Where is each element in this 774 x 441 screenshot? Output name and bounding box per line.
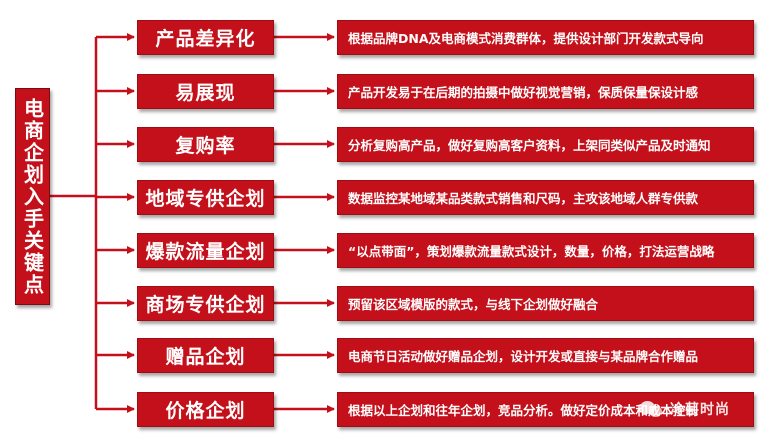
- category-box: 爆款流量企划: [137, 233, 274, 268]
- description-box: 电商节日活动做好赠品企划，设计开发或直接与某品牌合作赠品: [337, 338, 754, 373]
- description-box: 根据以上企划和往年企划，竞品分析。做好定价成本和成本控制: [337, 392, 754, 427]
- root-label: 电商企划入手关键点: [20, 97, 45, 296]
- wechat-icon: [640, 399, 664, 419]
- watermark-text: 冷芸时尚: [670, 402, 730, 418]
- description-box: 分析复购高产品，做好复购高客户资料，上架同类似产品及时通知: [337, 127, 754, 162]
- description-box: 产品开发易于在后期的拍摄中做好视觉营销，保质保量保设计感: [337, 74, 754, 109]
- category-box: 产品差异化: [137, 20, 274, 55]
- description-box: 根据品牌DNA及电商模式消费群体，提供设计部门开发款式导向: [337, 20, 754, 55]
- category-box: 商场专供企划: [137, 286, 274, 321]
- category-box: 价格企划: [137, 392, 274, 427]
- description-box: 数据监控某地域某品类款式销售和尺码，主攻该地域人群专供款: [337, 180, 754, 215]
- description-box: “以点带面”，策划爆款流量款式设计，数量，价格，打法运营战略: [337, 233, 754, 268]
- category-box: 易展现: [137, 74, 274, 109]
- root-node: 电商企划入手关键点: [15, 88, 50, 305]
- category-box: 地域专供企划: [137, 180, 274, 215]
- watermark: 冷芸时尚: [640, 396, 760, 422]
- category-box: 复购率: [137, 127, 274, 162]
- description-box: 预留该区域模版的款式，与线下企划做好融合: [337, 286, 754, 321]
- category-box: 赠品企划: [137, 338, 274, 373]
